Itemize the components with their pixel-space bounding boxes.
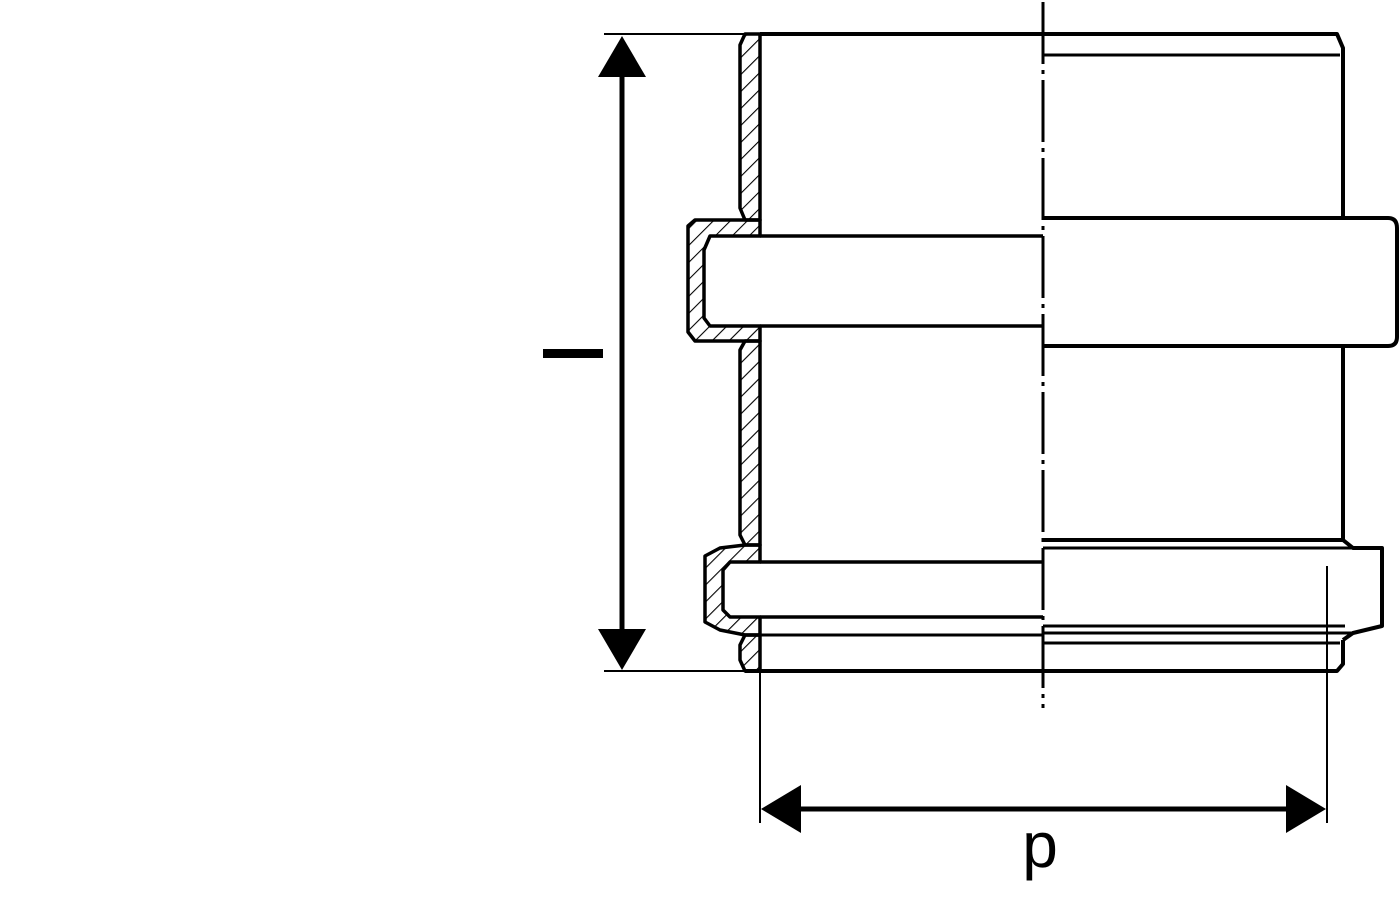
dimension-length bbox=[598, 36, 646, 670]
wall-section-upper bbox=[738, 32, 762, 222]
arrowhead-right bbox=[1286, 785, 1326, 833]
outline-top-right bbox=[1043, 32, 1345, 218]
wall-section-lower bbox=[738, 633, 762, 673]
label-p: p bbox=[1022, 809, 1058, 881]
outline-bottom-right bbox=[1043, 640, 1345, 673]
wall-section-middle bbox=[738, 339, 762, 547]
section-half bbox=[686, 32, 1043, 673]
arrowhead-down bbox=[598, 629, 646, 670]
label-l-stroke bbox=[543, 349, 603, 358]
exterior-half bbox=[1043, 32, 1399, 673]
arrowhead-left bbox=[761, 785, 801, 833]
bead-section-lower bbox=[703, 543, 762, 637]
dimension-diameter bbox=[761, 785, 1326, 833]
bead-section-upper bbox=[686, 218, 762, 343]
arrowhead-up bbox=[598, 36, 646, 77]
dimension-labels: p bbox=[543, 349, 1058, 881]
bead-exterior-upper bbox=[1043, 216, 1399, 348]
drawing-linework bbox=[598, 2, 1399, 833]
